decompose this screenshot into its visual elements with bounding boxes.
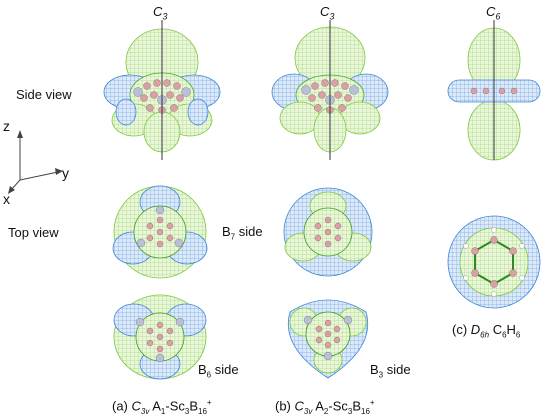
b6-side-label: B6 side bbox=[198, 362, 239, 380]
top-view-c bbox=[447, 215, 541, 309]
side-view-label: Side view bbox=[16, 87, 72, 102]
top-view-b-b3 bbox=[287, 299, 369, 379]
y-axis-label: y bbox=[62, 165, 69, 181]
c3-axis-label-b: C3 bbox=[320, 4, 335, 22]
top-view-a-b7 bbox=[112, 185, 208, 279]
caption-a: (a) C3v A1-Sc3B16+ bbox=[112, 398, 212, 416]
caption-c: (c) D6h C6H6 bbox=[452, 322, 521, 340]
z-axis-label: z bbox=[3, 118, 10, 134]
b3-side-label: B3 side bbox=[370, 362, 411, 380]
side-view-b bbox=[271, 20, 389, 160]
side-view-a bbox=[103, 20, 221, 160]
caption-b: (b) C3v A2-Sc3B16+ bbox=[275, 398, 375, 416]
b7-side-label: B7 side bbox=[222, 224, 263, 242]
coordinate-axes bbox=[8, 130, 63, 194]
x-axis-label: x bbox=[3, 191, 10, 207]
top-view-b-upper bbox=[283, 187, 373, 277]
top-view-a-b6 bbox=[113, 294, 207, 380]
side-view-c bbox=[447, 20, 541, 161]
c6-axis-label-c: C6 bbox=[486, 4, 501, 22]
c3-axis-label-a: C3 bbox=[153, 4, 168, 22]
top-view-label: Top view bbox=[8, 225, 59, 240]
